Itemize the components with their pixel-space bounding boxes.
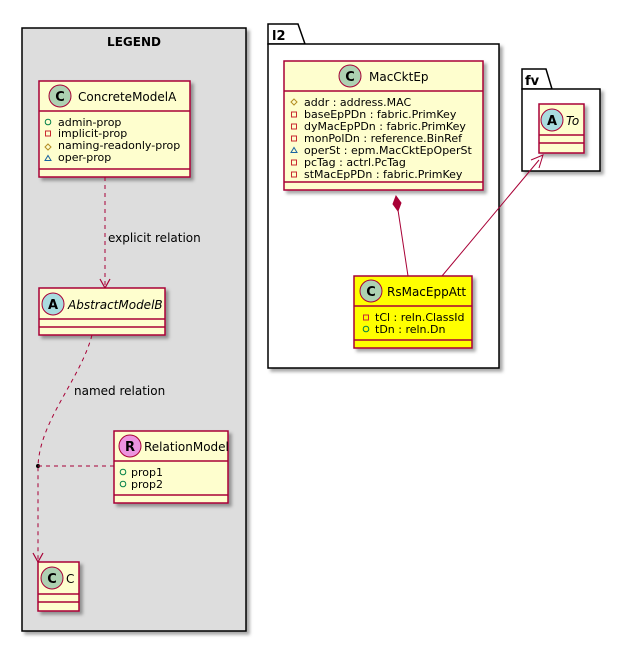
- composition-link: [392, 194, 409, 277]
- prop-label: pcTag : actrl.PcTag: [304, 156, 406, 169]
- prop-label: tCl : reln.ClassId: [375, 311, 465, 324]
- class-name: AbstractModelB: [67, 298, 163, 312]
- class-badge-icon: [338, 64, 362, 88]
- open-arrow-icon: [530, 154, 544, 169]
- class-name: RsMacEppAtt: [387, 285, 466, 299]
- class-name: C: [66, 572, 74, 586]
- association-link: [441, 154, 544, 277]
- private-icon: [291, 123, 297, 130]
- relation-badge-icon: [118, 434, 142, 458]
- badge-letter: C: [55, 90, 65, 105]
- badge-letter: A: [547, 114, 557, 129]
- public-icon: [119, 480, 127, 488]
- private-icon: [45, 130, 51, 137]
- package-name: fv: [525, 74, 540, 89]
- prop-label: naming-readonly-prop: [58, 139, 180, 152]
- package-icon: [44, 154, 52, 161]
- class-relation-model: R RelationModel prop1 prop2: [113, 430, 229, 504]
- class-concrete-model-a: C ConcreteModelA admin-prop implicit-pro…: [38, 80, 191, 178]
- protected-icon: [44, 143, 52, 151]
- prop-label: stMacEpPDn : fabric.PrimKey: [304, 168, 463, 181]
- badge-letter: R: [125, 440, 135, 455]
- class-mac-ckt-ep: C MacCktEp addr : address.MAC baseEpPDn …: [283, 60, 484, 191]
- class-rs-mac-epp-att: C RsMacEppAtt tCl : reln.ClassId tDn : r…: [353, 275, 473, 349]
- legend-title: LEGEND: [107, 35, 161, 49]
- prop-label: dyMacEpPDn : fabric.PrimKey: [304, 120, 466, 133]
- public-icon: [362, 325, 370, 333]
- protected-icon: [290, 98, 298, 106]
- private-icon: [291, 135, 297, 142]
- class-badge-icon: [359, 279, 383, 303]
- abstract-badge-icon: [41, 292, 65, 316]
- prop-label: prop2: [131, 478, 163, 491]
- named-relation-arrow: named relation: [32, 334, 165, 564]
- prop-label: addr : address.MAC: [304, 96, 411, 109]
- badge-letter: A: [48, 298, 58, 313]
- named-relation-label: named relation: [74, 384, 165, 398]
- class-badge-icon: [48, 84, 72, 108]
- class-badge-icon: [40, 566, 64, 590]
- private-icon: [363, 314, 369, 321]
- badge-letter: C: [47, 572, 57, 587]
- prop-label: operSt : epm.MacCktEpOperSt: [304, 144, 472, 157]
- prop-label: oper-prop: [58, 151, 111, 164]
- package-name: l2: [272, 29, 286, 44]
- package-icon: [290, 146, 298, 153]
- private-icon: [291, 171, 297, 178]
- class-name: ConcreteModelA: [78, 90, 177, 104]
- class-abstract-model-b: A AbstractModelB: [38, 287, 166, 336]
- prop-label: tDn : reln.Dn: [375, 323, 445, 336]
- prop-label: implicit-prop: [58, 127, 127, 140]
- class-c: C C: [37, 561, 80, 612]
- prop-label: monPolDn : reference.BinRef: [304, 132, 463, 145]
- public-icon: [44, 118, 52, 126]
- private-icon: [291, 111, 297, 118]
- prop-label: admin-prop: [58, 116, 121, 129]
- public-icon: [119, 468, 127, 476]
- private-icon: [291, 159, 297, 166]
- class-name: To: [566, 114, 579, 128]
- class-name: RelationModel: [144, 440, 229, 454]
- class-name: MacCktEp: [369, 70, 429, 84]
- badge-letter: C: [366, 285, 376, 300]
- prop-label: prop1: [131, 466, 163, 479]
- abstract-badge-icon: [540, 108, 564, 132]
- class-to: A To: [538, 103, 585, 154]
- prop-label: baseEpPDn : fabric.PrimKey: [304, 108, 457, 121]
- badge-letter: C: [345, 70, 355, 85]
- composition-diamond-icon: [392, 194, 402, 213]
- explicit-relation-label: explicit relation: [108, 231, 201, 245]
